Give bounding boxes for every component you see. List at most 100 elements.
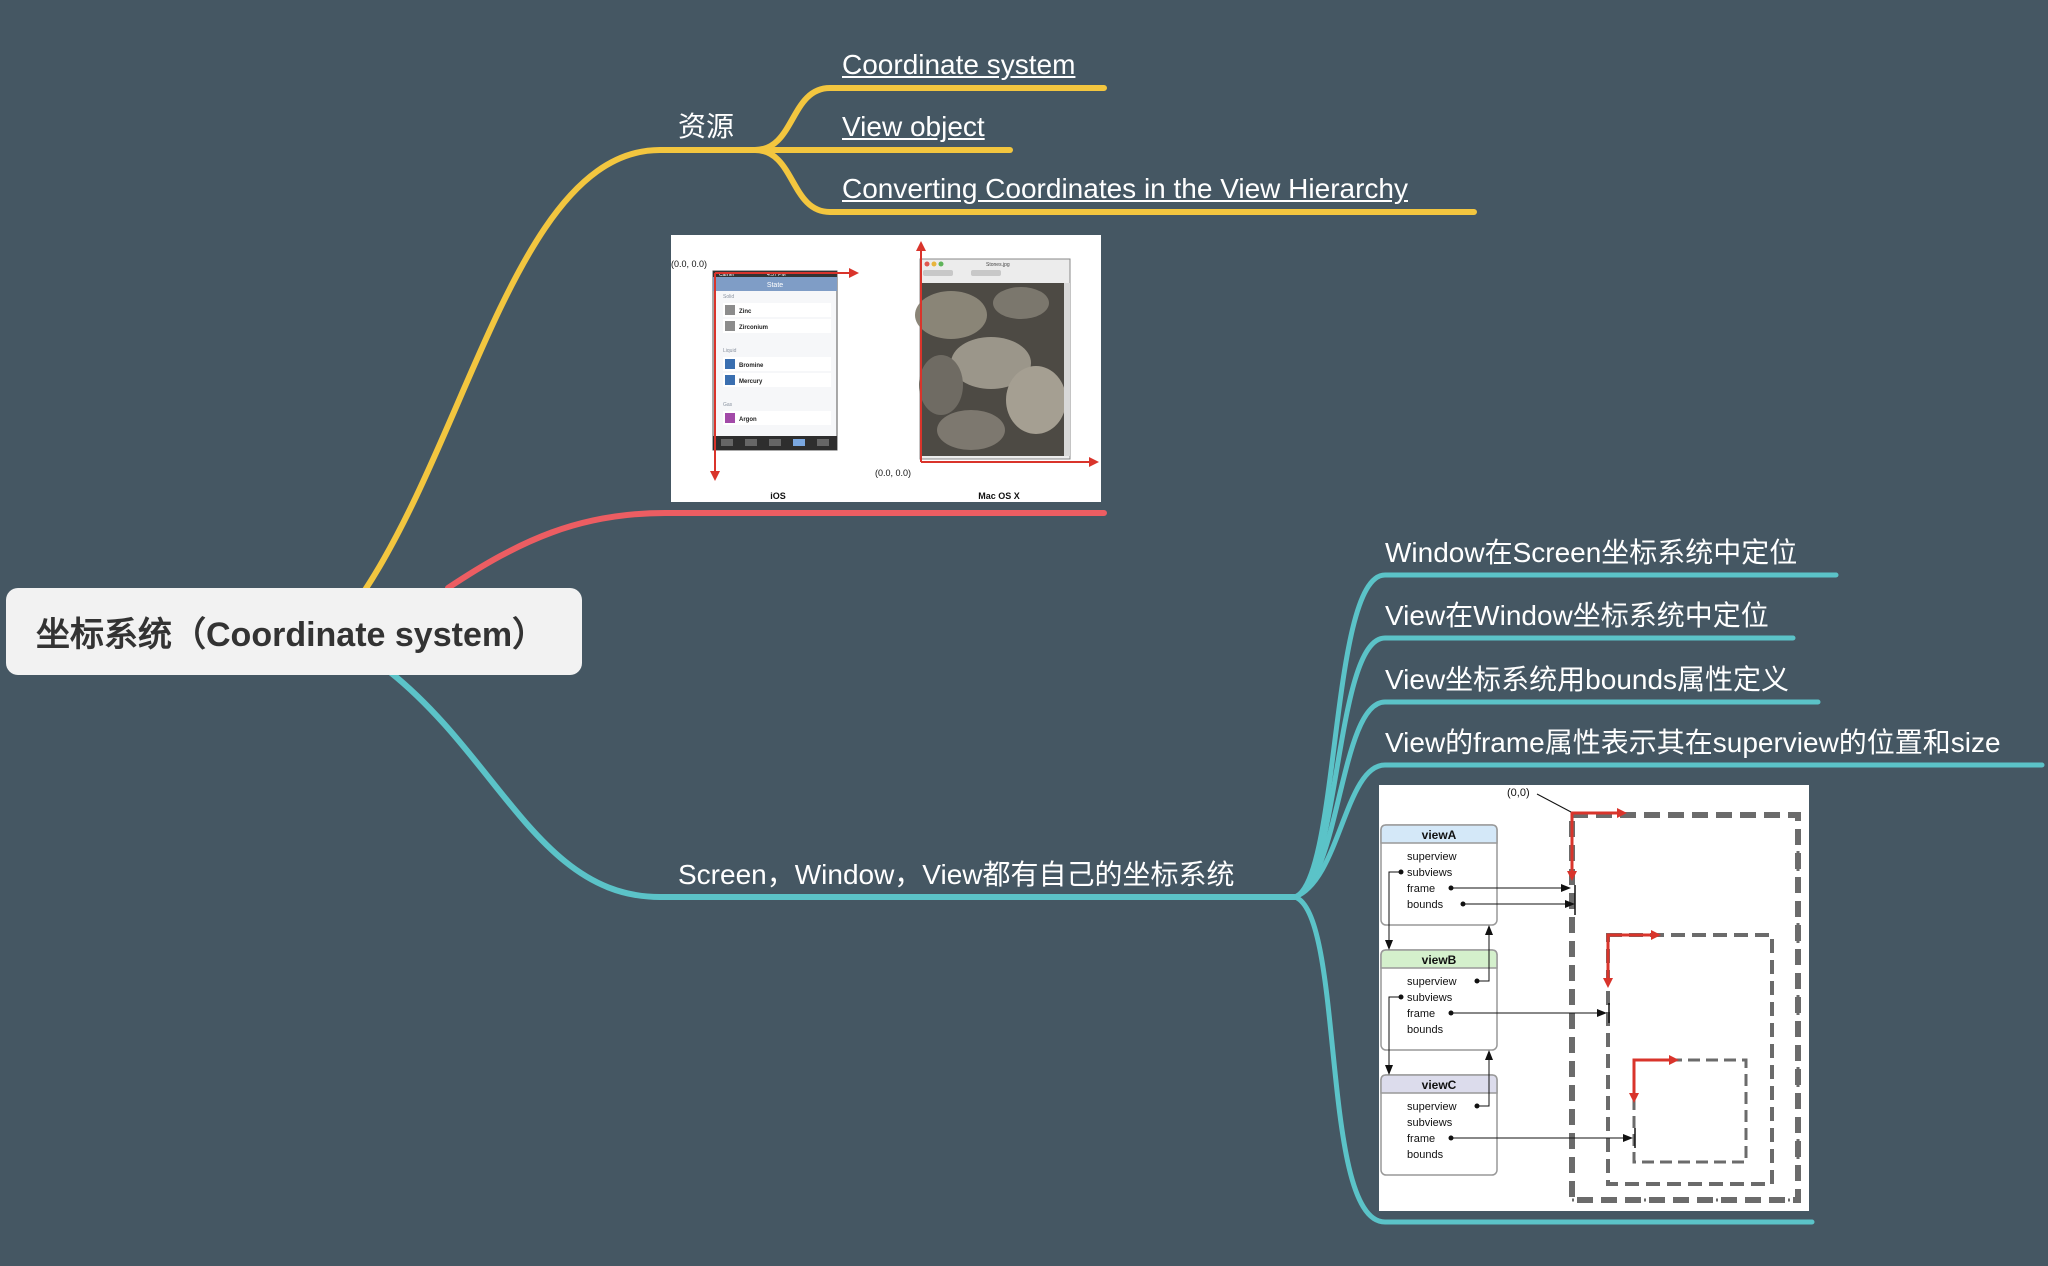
mac-window-title: Stones.jpg — [986, 262, 1010, 268]
origin-label: (0,0) — [1507, 787, 1530, 799]
viewC-y-arrowhead — [1629, 1093, 1639, 1103]
stone — [937, 410, 1005, 450]
ios-tab-icon — [769, 439, 781, 446]
viewC-superview-pointer — [1477, 1058, 1490, 1107]
mac-scrollbar — [1064, 283, 1070, 456]
screen-window-view-label[interactable]: Screen，Window，View都有自己的坐标系统 — [678, 859, 1235, 890]
ios-row-zinc: Zinc — [739, 309, 752, 315]
link-view-object[interactable]: View object — [842, 111, 985, 142]
mac-origin-label: (0.0, 0.0) — [875, 468, 911, 478]
viewA-title: viewA — [1422, 828, 1457, 842]
arrowhead — [1623, 1134, 1633, 1142]
mac-x-arrowhead — [1089, 457, 1099, 467]
ios-tab-icon — [793, 439, 805, 446]
viewC-title: viewC — [1422, 1078, 1457, 1092]
branch-line-screen — [387, 669, 1298, 900]
mac-y-arrowhead — [916, 241, 926, 251]
stone — [951, 337, 1031, 389]
root-node[interactable]: 坐标系统（Coordinate system） — [6, 588, 582, 675]
arrowhead — [1561, 884, 1571, 892]
viewA-frame-rect — [1569, 812, 1801, 1203]
origin-pointer — [1536, 793, 1572, 813]
branch-line-diagram — [1292, 894, 1815, 1225]
link-converting-coordinates[interactable]: Converting Coordinates in the View Hiera… — [842, 173, 1408, 204]
viewB-header — [1380, 949, 1498, 969]
ios-row-mercury: Mercury — [739, 379, 763, 385]
ios-row-bromine: Bromine — [739, 363, 764, 369]
ios-section-solid: Solid — [723, 294, 734, 300]
item-view-in-window[interactable]: View在Window坐标系统中定位 — [1385, 600, 1769, 631]
viewB-subviews-pointer — [1388, 996, 1401, 1068]
viewB-frame-rect — [1606, 933, 1774, 1186]
ios-section-liquid: Liquid — [723, 348, 737, 354]
stone — [919, 355, 963, 415]
ios-status-time: 4:57 PM — [767, 272, 786, 278]
viewA-subviews: subviews — [1407, 867, 1453, 879]
mac-caption: Mac OS X — [978, 491, 1020, 501]
viewB-origin-marker — [1606, 933, 1653, 980]
stone — [993, 287, 1049, 319]
viewA-superview: superview — [1407, 851, 1457, 863]
item-window-in-screen[interactable]: Window在Screen坐标系统中定位 — [1385, 537, 1798, 568]
item-view-bounds[interactable]: View坐标系统用bounds属性定义 — [1385, 664, 1790, 695]
ios-element-icon — [725, 305, 735, 315]
viewC-header — [1380, 1074, 1498, 1094]
arrowhead — [1385, 940, 1393, 950]
view-hierarchy-diagram[interactable]: (0,0) viewA superview subviews frame bou… — [1379, 785, 1809, 1211]
branch-line-link-3 — [752, 147, 1477, 215]
ios-row-bg — [723, 411, 831, 425]
viewC-frame-rect — [1632, 1058, 1748, 1164]
viewB-superview-pointer — [1477, 933, 1490, 982]
mac-toolbar-button — [923, 270, 953, 276]
viewB-y-arrowhead — [1603, 978, 1613, 988]
item-view-frame[interactable]: View的frame属性表示其在superview的位置和size — [1385, 727, 2001, 758]
ios-row-argon: Argon — [739, 417, 757, 423]
ios-row-bg — [723, 303, 831, 317]
ios-element-icon — [725, 375, 735, 385]
arrowhead — [1485, 925, 1493, 935]
ios-caption: iOS — [770, 491, 786, 501]
ios-row-bg — [723, 319, 831, 333]
ios-section-gas: Gas — [723, 402, 733, 408]
branch-line-image — [445, 510, 1107, 591]
coordinate-systems-image[interactable]: Carrier 4:57 PM State Solid Zinc Zirconi… — [671, 235, 1101, 502]
viewA-y-arrowhead — [1567, 871, 1577, 881]
viewA-header — [1380, 824, 1498, 844]
viewC-subviews: subviews — [1407, 1117, 1453, 1129]
viewC-frame: frame — [1407, 1133, 1435, 1145]
viewB-superview: superview — [1407, 976, 1457, 988]
viewB-x-arrowhead — [1651, 930, 1661, 940]
ios-nav-title: State — [767, 282, 783, 289]
mac-toolbar-button — [971, 270, 1001, 276]
viewA-origin-marker — [1570, 811, 1619, 873]
viewA-x-arrowhead — [1617, 808, 1627, 818]
link-coordinate-system[interactable]: Coordinate system — [842, 49, 1076, 80]
branch-line-resources — [362, 147, 763, 593]
arrowhead — [1565, 900, 1575, 908]
arrowhead — [1385, 1065, 1393, 1075]
root-label: 坐标系统（Coordinate system） — [36, 616, 547, 654]
ios-nav-bar — [713, 277, 837, 291]
ios-element-icon — [725, 413, 735, 423]
resources-label[interactable]: 资源 — [678, 111, 735, 142]
ios-tab-icon — [745, 439, 757, 446]
stone — [915, 291, 987, 339]
ios-tab-icon — [721, 439, 733, 446]
ios-status-carrier: Carrier — [719, 272, 735, 278]
ios-x-arrowhead — [849, 268, 859, 278]
viewC-origin-marker — [1632, 1058, 1671, 1095]
viewC-superview: superview — [1407, 1101, 1457, 1113]
ios-origin-label: (0.0, 0.0) — [671, 259, 707, 269]
arrowhead — [1597, 1009, 1607, 1017]
ios-element-icon — [725, 359, 735, 369]
mac-close-icon — [924, 261, 930, 267]
ios-y-arrowhead — [710, 471, 720, 481]
viewB-subviews: subviews — [1407, 992, 1453, 1004]
ios-row-zirconium: Zirconium — [739, 325, 768, 331]
stone — [1006, 366, 1066, 434]
branch-line-item-4 — [1292, 762, 2045, 900]
mac-minimize-icon — [931, 261, 937, 267]
ios-row-bg — [723, 373, 831, 387]
arrowhead — [1485, 1050, 1493, 1060]
